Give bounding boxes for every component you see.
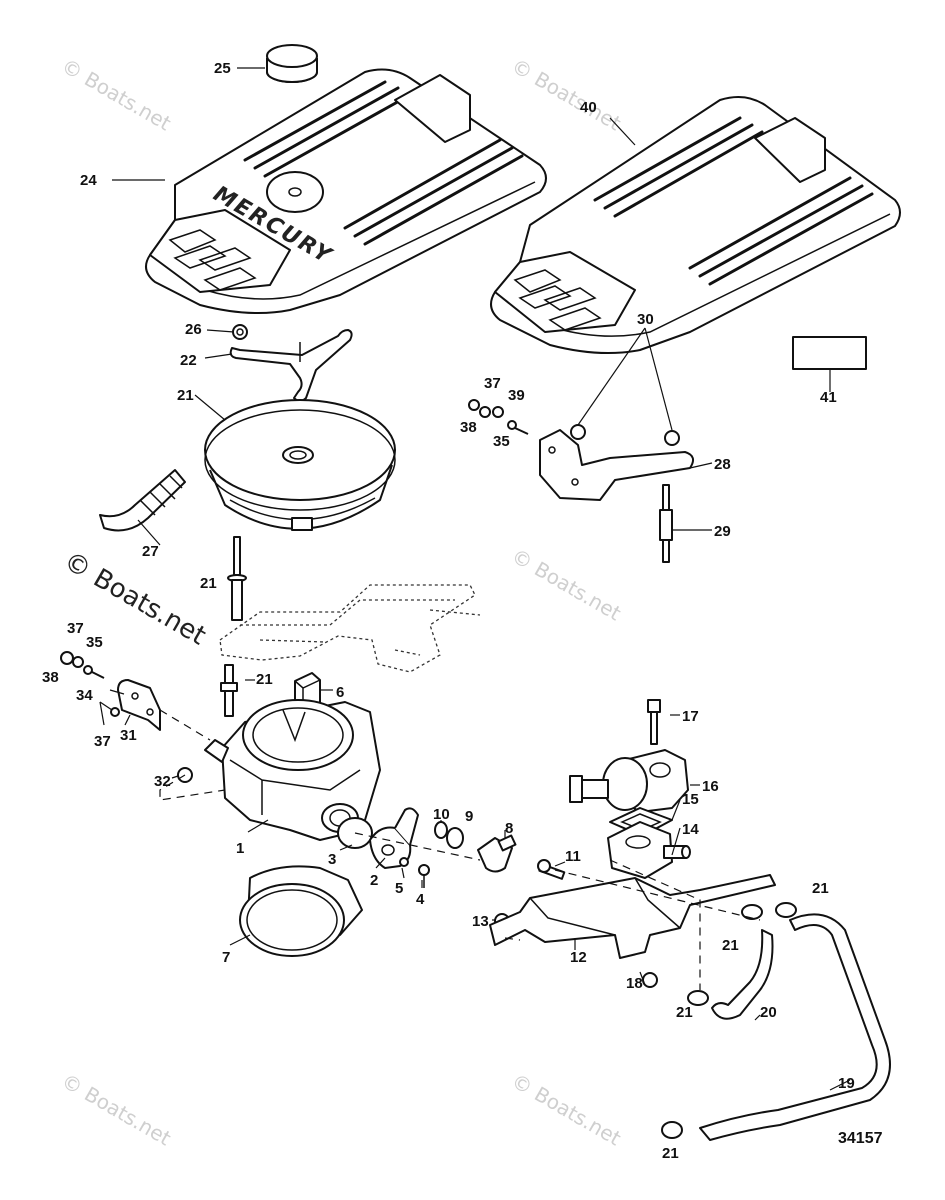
part-38-washer bbox=[479, 406, 491, 418]
part-37-nut bbox=[110, 707, 120, 717]
part-39-spacer bbox=[492, 406, 504, 418]
part-1-throttle-body bbox=[204, 699, 381, 841]
watermark: © Boats.net bbox=[58, 1069, 176, 1151]
part-12-bracket bbox=[489, 874, 776, 959]
callout-1: 1 bbox=[236, 840, 244, 857]
part-28-cap bbox=[266, 44, 318, 83]
callout-17: 17 bbox=[682, 708, 699, 725]
part-29-hose bbox=[99, 469, 186, 532]
part-23-stud bbox=[227, 536, 247, 621]
callout-29: 27 bbox=[142, 543, 159, 560]
callouts: 25 24 40 26 22 21 27 21 21 6 1 3 2 5 4 7… bbox=[42, 60, 855, 1162]
part-16-iac-valve bbox=[569, 749, 689, 813]
callout-24: 21 bbox=[177, 387, 194, 404]
part-32-nut bbox=[570, 424, 680, 446]
part-27-engine-cover: MERCURY bbox=[145, 68, 547, 315]
callout-14: 14 bbox=[682, 821, 699, 838]
part-4-screw bbox=[418, 864, 430, 888]
callout-12: 12 bbox=[570, 949, 587, 966]
part-17-bolt bbox=[647, 699, 661, 745]
callout-18: 18 bbox=[626, 975, 643, 992]
watermark: © Boats.net bbox=[508, 1069, 626, 1151]
watermark: © Boats.net bbox=[508, 544, 626, 626]
part-21-clamp bbox=[661, 902, 797, 1139]
callout-3: 3 bbox=[328, 851, 336, 868]
callout-20: 20 bbox=[760, 1004, 777, 1021]
part-20-hose bbox=[711, 929, 774, 1020]
part-41-box bbox=[792, 336, 867, 370]
callout-38-a: 38 bbox=[42, 669, 59, 686]
callout-41: 41 bbox=[820, 389, 837, 406]
part-8-sensor bbox=[477, 834, 517, 873]
callout-9: 9 bbox=[465, 808, 473, 825]
part-40-engine-cover bbox=[490, 95, 901, 355]
part-19-hose bbox=[699, 913, 891, 1141]
callout-30: 28 bbox=[714, 456, 731, 473]
callout-21-b: 21 bbox=[722, 937, 739, 954]
callout-4: 4 bbox=[416, 891, 425, 908]
assembly-lines bbox=[159, 709, 761, 990]
part-14-adapter bbox=[607, 821, 691, 879]
callout-25: 22 bbox=[180, 352, 197, 369]
callout-6: 6 bbox=[336, 684, 344, 701]
part-37-nut bbox=[468, 399, 480, 411]
callout-37-c: 37 bbox=[94, 733, 111, 750]
callout-11: 11 bbox=[565, 848, 581, 865]
dashed-bracket-outline bbox=[219, 584, 481, 673]
callout-31: 29 bbox=[714, 523, 731, 540]
reference-number: 34157 bbox=[838, 1130, 883, 1147]
callout-23: 21 bbox=[200, 575, 217, 592]
callout-34: 32 bbox=[154, 773, 171, 790]
callout-21-a: 21 bbox=[812, 880, 829, 897]
part-22-stud bbox=[220, 664, 238, 717]
part-33-bracket bbox=[117, 679, 161, 731]
callout-5: 5 bbox=[395, 880, 403, 897]
callout-2: 2 bbox=[370, 872, 378, 889]
leader-lines bbox=[99, 67, 851, 1091]
part-30-bracket bbox=[539, 429, 695, 501]
callout-8: 8 bbox=[505, 820, 513, 837]
callout-38-b: 38 bbox=[460, 419, 477, 436]
callout-35-b: 35 bbox=[493, 433, 510, 450]
part-35-bolt bbox=[507, 420, 529, 435]
part-2-sensor bbox=[369, 807, 419, 869]
part-36-spacer bbox=[72, 656, 84, 668]
callout-39: 39 bbox=[508, 387, 525, 404]
callout-28: 25 bbox=[214, 60, 231, 77]
callout-32: 30 bbox=[637, 311, 654, 328]
part-31-standoff bbox=[659, 484, 673, 563]
part-11-bolt bbox=[537, 859, 566, 880]
part-35-bolt bbox=[83, 665, 105, 679]
callout-10: 10 bbox=[433, 806, 450, 823]
part-7-gasket bbox=[239, 865, 363, 957]
part-26-nut bbox=[232, 324, 248, 340]
callout-19: 19 bbox=[838, 1075, 855, 1092]
callout-36: 35 bbox=[86, 634, 103, 651]
callout-33: 31 bbox=[120, 727, 137, 744]
callout-13: 13 bbox=[472, 913, 489, 930]
callout-22: 21 bbox=[256, 671, 273, 688]
callout-37-a: 37 bbox=[67, 620, 84, 637]
callout-40: 40 bbox=[580, 99, 597, 116]
callout-16: 16 bbox=[702, 778, 719, 795]
part-38-washer bbox=[60, 651, 74, 665]
callout-7: 7 bbox=[222, 949, 230, 966]
part-5-washer bbox=[399, 857, 409, 867]
callout-15: 15 bbox=[682, 791, 699, 808]
watermark: © Boats.net bbox=[58, 54, 176, 136]
callout-26: 26 bbox=[185, 321, 202, 338]
part-10-o-ring bbox=[434, 821, 448, 839]
callout-21-d: 21 bbox=[662, 1145, 679, 1162]
watermark: © Boats.net bbox=[508, 54, 626, 136]
callout-35-a: 34 bbox=[76, 687, 93, 704]
callout-21-c: 21 bbox=[676, 1004, 693, 1021]
callout-37-b: 37 bbox=[484, 375, 501, 392]
callout-27: 24 bbox=[80, 172, 97, 189]
part-9-o-ring bbox=[446, 827, 464, 849]
part-25-bracket bbox=[229, 329, 353, 402]
part-24-air-filter-housing bbox=[204, 399, 396, 531]
